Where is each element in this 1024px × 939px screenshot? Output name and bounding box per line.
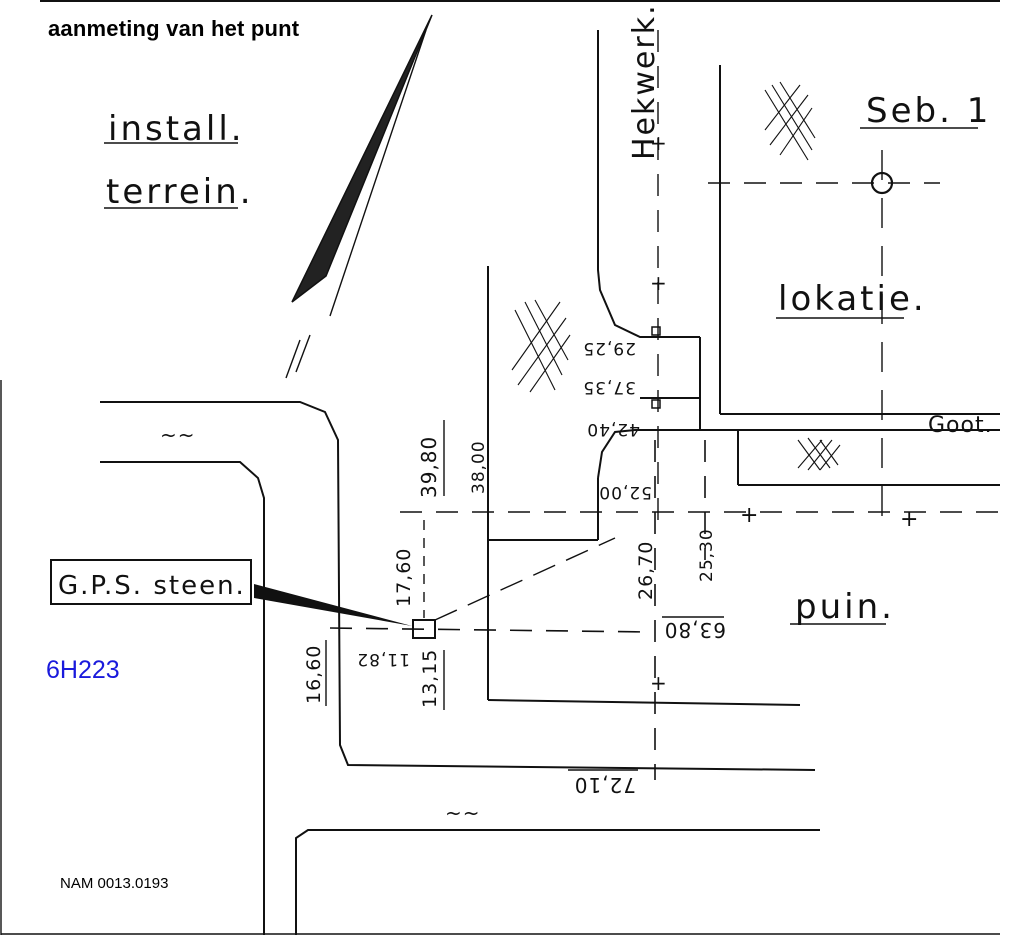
- hatch-area-2: [511, 299, 571, 393]
- m1760-label: 17,60: [393, 548, 415, 607]
- svg-text:~~: ~~: [445, 801, 481, 825]
- m3735-label: 37,35: [582, 377, 636, 397]
- gps-steen-label: G.P.S. steen.: [58, 571, 246, 601]
- svg-text:+: +: [650, 131, 668, 155]
- m1315-label: 13,15: [419, 649, 441, 708]
- gps-leader: [254, 584, 412, 626]
- svg-text:+: +: [650, 271, 668, 295]
- puin-label: puin.: [795, 587, 895, 627]
- page-title: aanmeting van het punt: [48, 16, 300, 41]
- svg-text:+: +: [900, 507, 919, 532]
- m6380-label: 63,80: [664, 618, 726, 642]
- m3980-label: 39,80: [417, 436, 441, 498]
- m5200-label: 52,00: [598, 482, 652, 502]
- svg-text:+: +: [650, 671, 668, 695]
- hatch-area-1: [764, 81, 816, 161]
- goot-label: Goot.: [928, 413, 993, 438]
- m4240-label: 42,40: [586, 419, 640, 439]
- m2925-label: 29,25: [582, 338, 636, 358]
- hatch-area-3: [797, 437, 841, 471]
- svg-text:~~: ~~: [160, 423, 196, 447]
- point-code: 6H223: [46, 656, 120, 684]
- m2670-label: 26,70: [635, 541, 657, 600]
- m7210-label: 72,10: [574, 773, 636, 797]
- m1182-label: 11,82: [356, 649, 410, 669]
- terrein-label: terrein.: [106, 172, 254, 212]
- m1660-label: 16,60: [303, 645, 325, 704]
- svg-text:+: +: [740, 503, 759, 528]
- lokatie-label: lokatie.: [778, 279, 927, 319]
- document-number: NAM 0013.0193: [60, 875, 169, 892]
- hekwerk-label: Hekwerk.: [627, 3, 662, 160]
- seb-label: Seb. 1: [866, 91, 991, 131]
- north-arrow: [285, 14, 433, 379]
- m3800-label: 38,00: [469, 440, 489, 494]
- m2530-label: 25,30: [697, 528, 717, 582]
